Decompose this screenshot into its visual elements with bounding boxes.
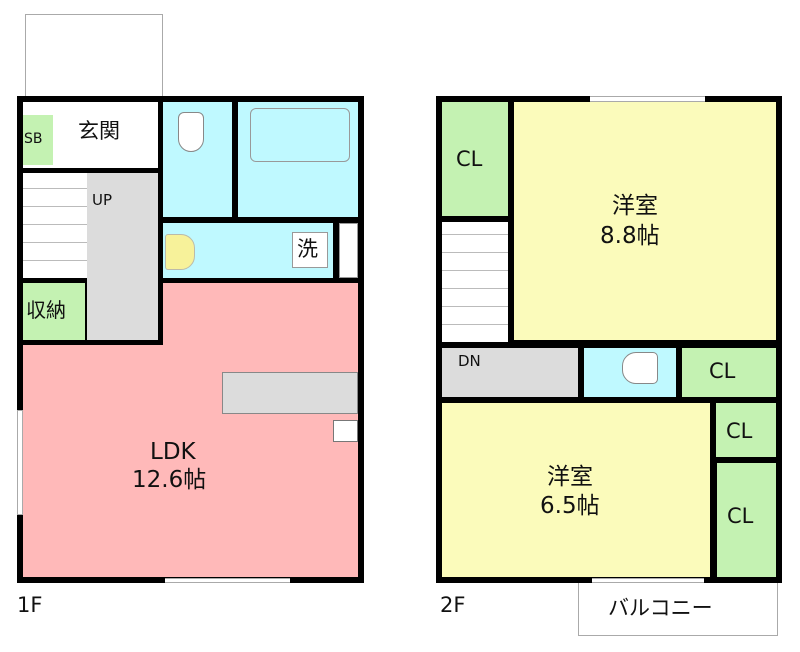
closet-4 <box>717 463 776 577</box>
ldk-size: 12.6帖 <box>132 467 207 493</box>
closet-3 <box>716 403 776 457</box>
ldk-upper <box>163 283 358 353</box>
entrance-label: 玄関 <box>78 119 120 143</box>
western-room-1 <box>514 102 776 340</box>
shoe-box <box>23 115 53 165</box>
toilet-icon <box>178 112 204 152</box>
bathtub-icon <box>250 108 350 162</box>
hallway-1f <box>87 173 158 340</box>
closet-1 <box>442 102 508 216</box>
window-balcony <box>592 578 704 583</box>
window-ldk-left <box>17 410 23 515</box>
closet-1-label: CL <box>456 147 483 171</box>
stairs-down-label: DN <box>458 352 481 370</box>
storage-label: 収納 <box>26 298 66 322</box>
pipe-space <box>339 223 358 278</box>
washer-box <box>292 232 328 268</box>
shoe-box-label: SB <box>24 131 43 147</box>
window-2f-top <box>590 96 705 102</box>
bathroom <box>238 102 358 217</box>
washer-label: 洗 <box>297 237 318 261</box>
western-room-2-size: 6.5帖 <box>540 493 600 519</box>
western-room-1-name: 洋室 <box>612 193 658 219</box>
stairs-up-label: UP <box>92 191 113 209</box>
staircase-2f <box>442 222 508 342</box>
toilet-icon <box>622 352 658 384</box>
western-room-2-name: 洋室 <box>547 464 593 490</box>
floor2-label: 2F <box>440 593 466 617</box>
floor1-label: 1F <box>17 593 43 617</box>
balcony-label: バルコニー <box>608 596 713 620</box>
window-ldk-bottom <box>165 578 290 583</box>
western-room-1-size: 8.8帖 <box>600 223 660 249</box>
closet-2-label: CL <box>709 359 736 383</box>
sink-icon <box>165 234 195 270</box>
closet-2 <box>682 348 776 397</box>
storage <box>23 283 85 340</box>
western-room-2 <box>442 403 710 577</box>
hallway-2f <box>442 348 578 397</box>
kitchen-counter <box>222 372 358 414</box>
staircase-1f <box>23 173 87 278</box>
porch-outline <box>25 14 163 96</box>
closet-4-label: CL <box>727 504 754 528</box>
closet-3-label: CL <box>726 419 753 443</box>
balcony <box>578 583 778 636</box>
ldk-name: LDK <box>150 439 196 465</box>
fridge-space <box>333 420 358 442</box>
